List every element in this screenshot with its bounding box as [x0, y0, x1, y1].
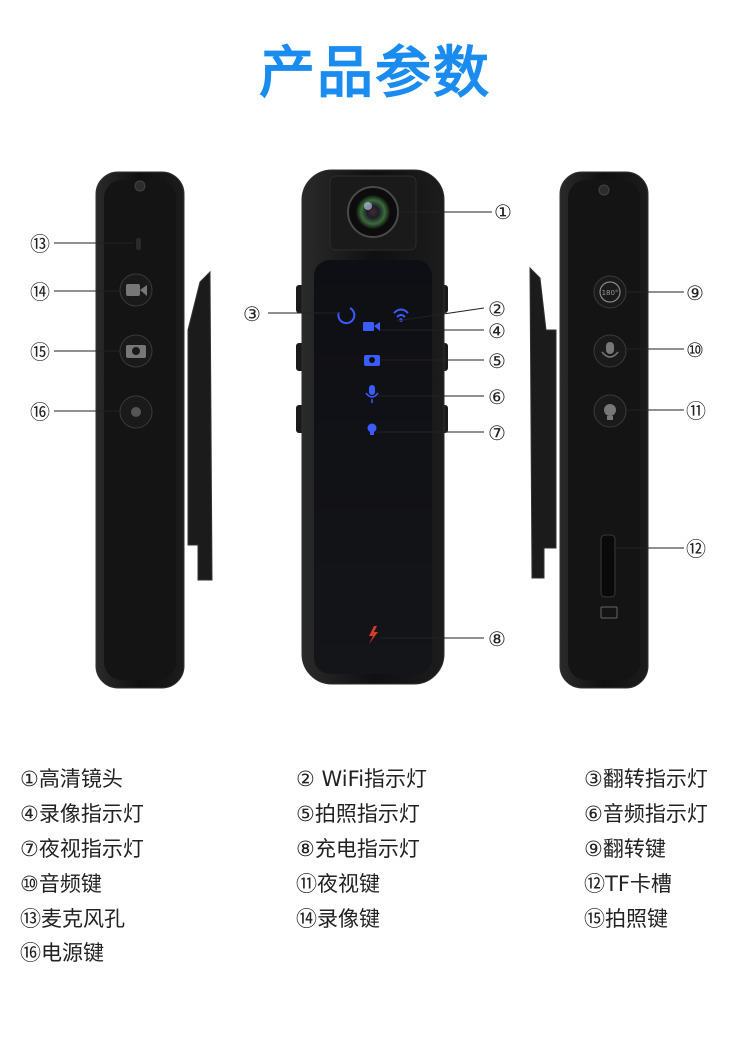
callout-8: ⑧: [488, 627, 506, 651]
right-device-side-view: 180°: [529, 171, 649, 689]
callout-3: ③: [243, 302, 261, 326]
microphone-icon: [606, 342, 614, 354]
screw-icon-right: [598, 184, 610, 196]
legend-item: ⑬麦克风孔: [20, 907, 125, 931]
left-device-side-view: [95, 171, 213, 689]
tf-card-slot[interactable]: [600, 534, 616, 598]
video-camera-icon: [126, 284, 140, 296]
legend-item: ⑪夜视键: [296, 872, 380, 896]
legend-item: ⑮拍照键: [584, 907, 668, 931]
callout-1: ①: [494, 200, 512, 224]
bulb-icon: [604, 404, 616, 416]
legend-item: ①高清镜头: [20, 767, 123, 791]
belt-clip-right: [529, 266, 557, 579]
callout-10: ⑩: [686, 338, 704, 362]
legend-item: ④录像指示灯: [20, 802, 144, 826]
night-vision-indicator-icon: [367, 423, 377, 433]
callout-13: ⑬: [30, 232, 50, 256]
callout-16: ⑯: [30, 400, 50, 424]
callout-4: ④: [488, 319, 506, 343]
legend-item: ⑥音频指示灯: [584, 802, 708, 826]
callout-11: ⑪: [686, 399, 706, 423]
legend-item: ③翻转指示灯: [584, 767, 708, 791]
callout-2: ②: [488, 297, 506, 321]
audio-indicator-icon: [369, 385, 375, 395]
legend-item: ② WiFi指示灯: [296, 767, 428, 791]
charge-indicator-icon: [369, 626, 378, 644]
product-diagram: 180° ① ② ③ ④ ⑤ ⑥ ⑦ ⑧ ⑨ ⑩: [30, 169, 706, 689]
page-title: 产品参数: [259, 41, 491, 106]
wifi-indicator-icon: [393, 308, 409, 314]
legend-item: ⑯电源键: [20, 941, 104, 965]
parameter-legend: ①高清镜头 ② WiFi指示灯 ③翻转指示灯 ④录像指示灯 ⑤拍照指示灯 ⑥音频…: [0, 758, 750, 978]
callout-9: ⑨: [686, 281, 704, 305]
callout-7: ⑦: [488, 421, 506, 445]
callout-14: ⑭: [30, 280, 50, 304]
sd-card-icon: [600, 606, 618, 619]
callout-12: ⑫: [686, 537, 706, 561]
callout-6: ⑥: [488, 385, 506, 409]
center-device-front-view: [296, 169, 448, 685]
legend-item: ⑤拍照指示灯: [296, 802, 420, 826]
screw-icon: [134, 180, 146, 192]
legend-item: ⑩音频键: [20, 872, 102, 896]
legend-item: ⑦夜视指示灯: [20, 837, 144, 861]
legend-item: ⑫TF卡槽: [584, 872, 672, 896]
legend-item: ⑨翻转键: [584, 837, 666, 861]
record-indicator-icon: [363, 322, 374, 331]
legend-item: ⑭录像键: [296, 907, 380, 931]
flip-180-icon: 180°: [602, 289, 619, 297]
flip-indicator-icon: [337, 307, 356, 325]
microphone-hole: [136, 238, 141, 250]
callout-15: ⑮: [30, 340, 50, 364]
belt-clip: [187, 270, 213, 581]
power-icon: [131, 407, 141, 417]
callout-5: ⑤: [488, 349, 506, 373]
legend-item: ⑧充电指示灯: [296, 837, 420, 861]
